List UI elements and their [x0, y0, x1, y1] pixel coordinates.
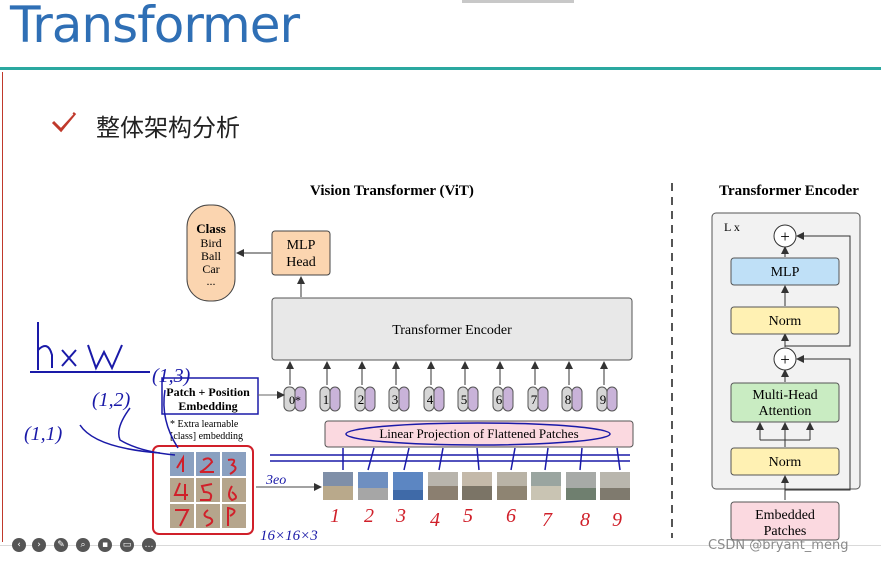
mlp-head-line1: MLP — [287, 238, 316, 253]
subtitle-icon[interactable]: ▭ — [120, 538, 134, 552]
bottom-divider — [0, 545, 881, 546]
class-title: Class — [196, 221, 226, 236]
camera-icon[interactable]: ▪ — [98, 538, 112, 552]
encoder-mlp — [730, 257, 840, 286]
annotation-c11: (1,1) — [24, 423, 63, 445]
window-tab — [462, 0, 574, 3]
annotation-red-digits — [173, 454, 237, 527]
svg-text:5: 5 — [463, 505, 473, 527]
annotation-curve-3 — [163, 389, 179, 449]
svg-text:1: 1 — [330, 505, 340, 527]
legend-box — [161, 377, 259, 415]
svg-text:+: + — [780, 227, 790, 246]
token-6: 6 — [492, 386, 514, 412]
annotation-hxw — [30, 322, 150, 373]
legend-line4: [class] embedding — [170, 431, 243, 442]
encoder-norm-bottom — [730, 447, 840, 476]
annotation-left-border — [2, 72, 3, 542]
svg-text:5: 5 — [461, 392, 468, 407]
legend-line2: Embedding — [178, 399, 237, 413]
svg-text:Multi-Head: Multi-Head — [752, 388, 817, 403]
annotation-red-numbers: 1 2 3 4 5 6 7 8 9 — [330, 505, 622, 531]
token-5: 5 — [457, 386, 479, 412]
token-0-label: 0* — [289, 393, 301, 407]
encoder-embedded-patches — [730, 501, 840, 541]
transformer-encoder-label: Transformer Encoder — [392, 323, 512, 338]
svg-text:2: 2 — [364, 505, 374, 527]
svg-text:4: 4 — [427, 392, 434, 407]
linear-projection-label: Linear Projection of Flattened Patches — [379, 426, 578, 441]
encoder-norm-top — [730, 306, 840, 335]
token-9: 9 — [596, 386, 618, 412]
transformer-encoder-box — [271, 297, 633, 361]
legend-line1: Patch + Position — [166, 385, 250, 399]
annotation-arrow-label: 3eo — [265, 473, 286, 488]
patch-image-row — [323, 472, 630, 500]
svg-text:+: + — [780, 350, 790, 369]
class-box — [186, 204, 236, 302]
token-4: 4 — [423, 386, 445, 412]
token-0: 0* — [283, 386, 307, 412]
token-7: 7 — [527, 386, 549, 412]
svg-text:Norm: Norm — [769, 314, 802, 329]
vit-heading: Vision Transformer (ViT) — [310, 183, 474, 199]
encoder-mha — [730, 382, 840, 423]
legend-line3: * Extra learnable — [170, 419, 239, 430]
svg-text:8: 8 — [580, 509, 590, 531]
mlp-head-line2: Head — [286, 255, 316, 270]
annotation-circle-projection — [345, 422, 611, 446]
svg-text:Norm: Norm — [769, 455, 802, 470]
svg-text:Patches: Patches — [764, 524, 807, 539]
zoom-icon[interactable]: ⌕ — [76, 538, 90, 552]
class-item-more: ... — [207, 274, 216, 288]
annotation-curve-2 — [79, 424, 161, 454]
svg-text:Embedded: Embedded — [755, 508, 815, 523]
annotation-shape: 16×16×3 — [260, 528, 318, 544]
title-divider — [0, 67, 881, 70]
bullet-text: 整体架构分析 — [96, 114, 240, 142]
svg-text:3: 3 — [392, 392, 399, 407]
svg-text:9: 9 — [612, 509, 622, 531]
annotation-red-frame — [152, 445, 254, 535]
token-2: 2 — [354, 386, 376, 412]
more-icon[interactable]: … — [142, 538, 156, 552]
token-3: 3 — [388, 386, 410, 412]
token-8: 8 — [561, 386, 583, 412]
linear-projection-box — [324, 420, 634, 448]
token-1: 1 — [319, 386, 341, 412]
class-item-bird: Bird — [200, 236, 221, 250]
watermark: CSDN @bryant_meng — [708, 538, 849, 553]
svg-text:6: 6 — [496, 392, 503, 407]
pen-icon[interactable]: ✎ — [54, 538, 68, 552]
annotation-c13: (1,3) — [152, 365, 191, 387]
patch-up-arrows — [270, 447, 630, 471]
checkmark-icon — [51, 112, 77, 133]
class-item-car: Car — [202, 262, 219, 276]
svg-text:6: 6 — [506, 505, 516, 527]
svg-text:MLP: MLP — [771, 265, 800, 280]
svg-text:1: 1 — [323, 392, 330, 407]
token-arrows — [286, 361, 608, 385]
svg-text:8: 8 — [565, 392, 572, 407]
encoder-repeat-label: L x — [724, 220, 740, 234]
mlp-head-box — [271, 230, 331, 276]
slide-title: Transformer — [10, 0, 300, 54]
annotation-curve-1 — [118, 407, 176, 456]
next-icon[interactable]: › — [32, 538, 46, 552]
svg-text:2: 2 — [358, 392, 365, 407]
class-item-ball: Ball — [201, 249, 222, 263]
encoder-heading: Transformer Encoder — [719, 183, 859, 199]
svg-text:4: 4 — [430, 509, 440, 531]
svg-text:Attention: Attention — [759, 404, 812, 419]
annotation-c12: (1,2) — [92, 389, 131, 411]
prev-icon[interactable]: ‹ — [12, 538, 26, 552]
svg-text:9: 9 — [600, 392, 607, 407]
svg-text:7: 7 — [531, 392, 538, 407]
svg-text:3: 3 — [395, 505, 406, 527]
svg-text:7: 7 — [542, 509, 553, 531]
